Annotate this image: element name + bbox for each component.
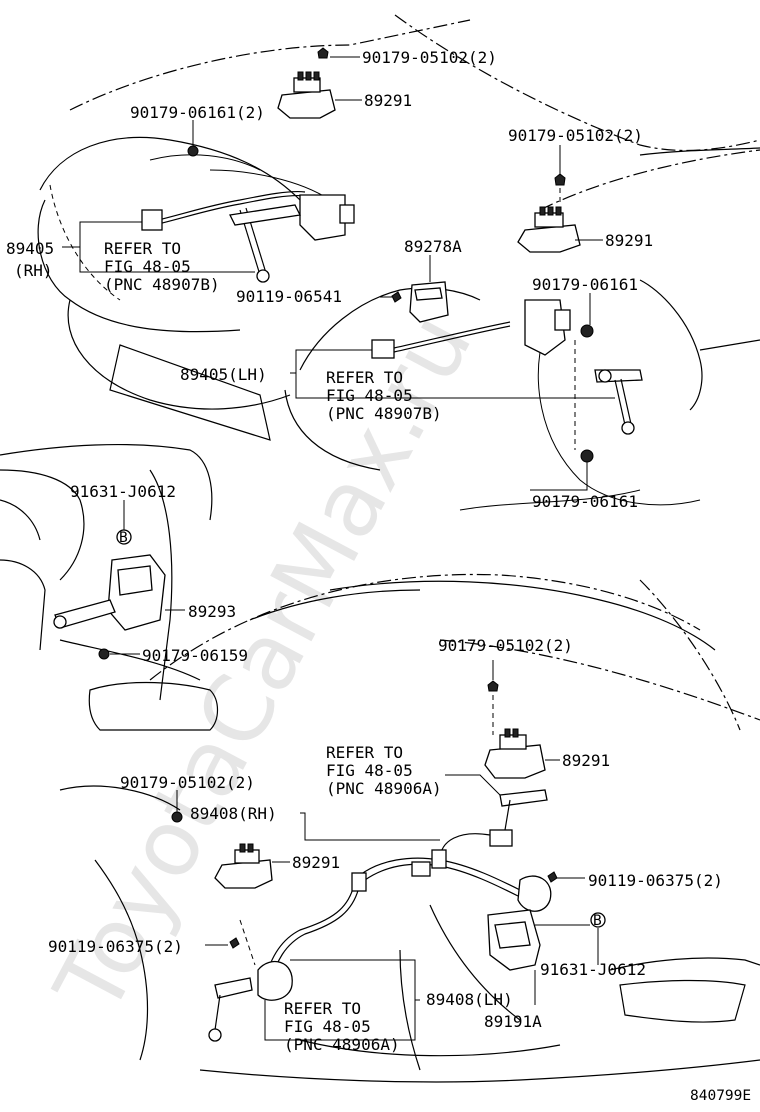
screw-icon (391, 291, 402, 303)
leader-lines (62, 56, 615, 1041)
bolt-icon (98, 648, 110, 660)
callout-refer-2c: (PNC 48907B) (326, 404, 442, 423)
callout-refer-1c: (PNC 48907B) (104, 275, 220, 294)
height-sensor-top-2 (517, 173, 581, 253)
callout-bolt-rh-front: 90179-06161(2) (130, 103, 265, 122)
callout-bolt-rear-top: 90179-05102(2) (438, 636, 573, 655)
ecu-89293: B (53, 529, 166, 660)
callout-lh-rear-id: 89408(LH) (426, 990, 513, 1009)
callout-bolt-ecu: 90179-06159 (142, 646, 248, 665)
callout-bolt-lh-front-2: 90179-06161 (532, 492, 638, 511)
callout-rh-front-side: (RH) (14, 261, 53, 280)
rear-rh-harness (359, 833, 558, 912)
callout-refer-4a: REFER TO (284, 999, 361, 1018)
callout-bolt-lh-front-1: 90179-06161 (532, 275, 638, 294)
bolt-icon (580, 324, 594, 338)
bolt-icon (554, 173, 566, 186)
callout-refer-1b: FIG 48-05 (104, 257, 191, 276)
screw-icon (229, 937, 240, 949)
callout-refer-4b: FIG 48-05 (284, 1017, 371, 1036)
bolt-icon (487, 680, 499, 692)
front-rh-harness (141, 145, 355, 283)
marker-b-1: B (119, 530, 128, 546)
callout-refer-3a: REFER TO (326, 743, 403, 762)
callout-relay: 89278A (404, 237, 462, 256)
callout-refer-4c: (PNC 48906A) (284, 1035, 400, 1054)
callout-refer-2a: REFER TO (326, 368, 403, 387)
callout-nut-b-2: 91631-J0612 (540, 960, 646, 979)
relay-89278a (391, 255, 449, 323)
screw-icon (547, 871, 558, 883)
callout-computer: 89191A (484, 1012, 542, 1031)
rear-body-outline (0, 443, 760, 1083)
callouts: 90179-05102(2) 89291 90179-06161(2) 9017… (6, 48, 751, 1104)
callout-bolt-top-2: 90179-05102(2) (508, 126, 643, 145)
callout-refer-1a: REFER TO (104, 239, 181, 258)
callout-screw-rear-left: 90119-06375(2) (48, 937, 183, 956)
rear-lh-harness (208, 872, 367, 1042)
figure-code: 840799E (690, 1088, 751, 1104)
bolt-icon (187, 145, 199, 157)
callout-bolt-rear-left: 90179-05102(2) (120, 773, 255, 792)
callout-bolt-top-1: 90179-05102(2) (362, 48, 497, 67)
front-body-outline (37, 14, 760, 511)
callout-screw-front: 90119-06541 (236, 287, 342, 306)
callout-sensor-rear-right: 89291 (562, 751, 610, 770)
callout-rh-front-id: 89405 (6, 239, 54, 258)
callout-nut-b-1: 91631-J0612 (70, 482, 176, 501)
callout-sensor-top-1: 89291 (364, 91, 412, 110)
bolt-icon (580, 449, 594, 463)
height-sensor-top-1 (277, 47, 336, 119)
computer-89191a: B (487, 909, 606, 971)
marker-b-2: B (593, 913, 602, 929)
callout-refer-3c: (PNC 48906A) (326, 779, 442, 798)
rear-sensor-right (484, 680, 548, 847)
front-lh-harness (371, 299, 643, 463)
callout-rh-rear-id: 89408(RH) (190, 804, 277, 823)
bolt-icon (171, 811, 183, 823)
callout-refer-3b: FIG 48-05 (326, 761, 413, 780)
callout-screw-rear-right: 90119-06375(2) (588, 871, 723, 890)
callout-refer-2b: FIG 48-05 (326, 386, 413, 405)
bolt-icon (317, 47, 329, 59)
callout-sensor-rear-left: 89291 (292, 853, 340, 872)
callout-lh-front-id: 89405(LH) (180, 365, 267, 384)
callout-sensor-top-2: 89291 (605, 231, 653, 250)
callout-ecu: 89293 (188, 602, 236, 621)
